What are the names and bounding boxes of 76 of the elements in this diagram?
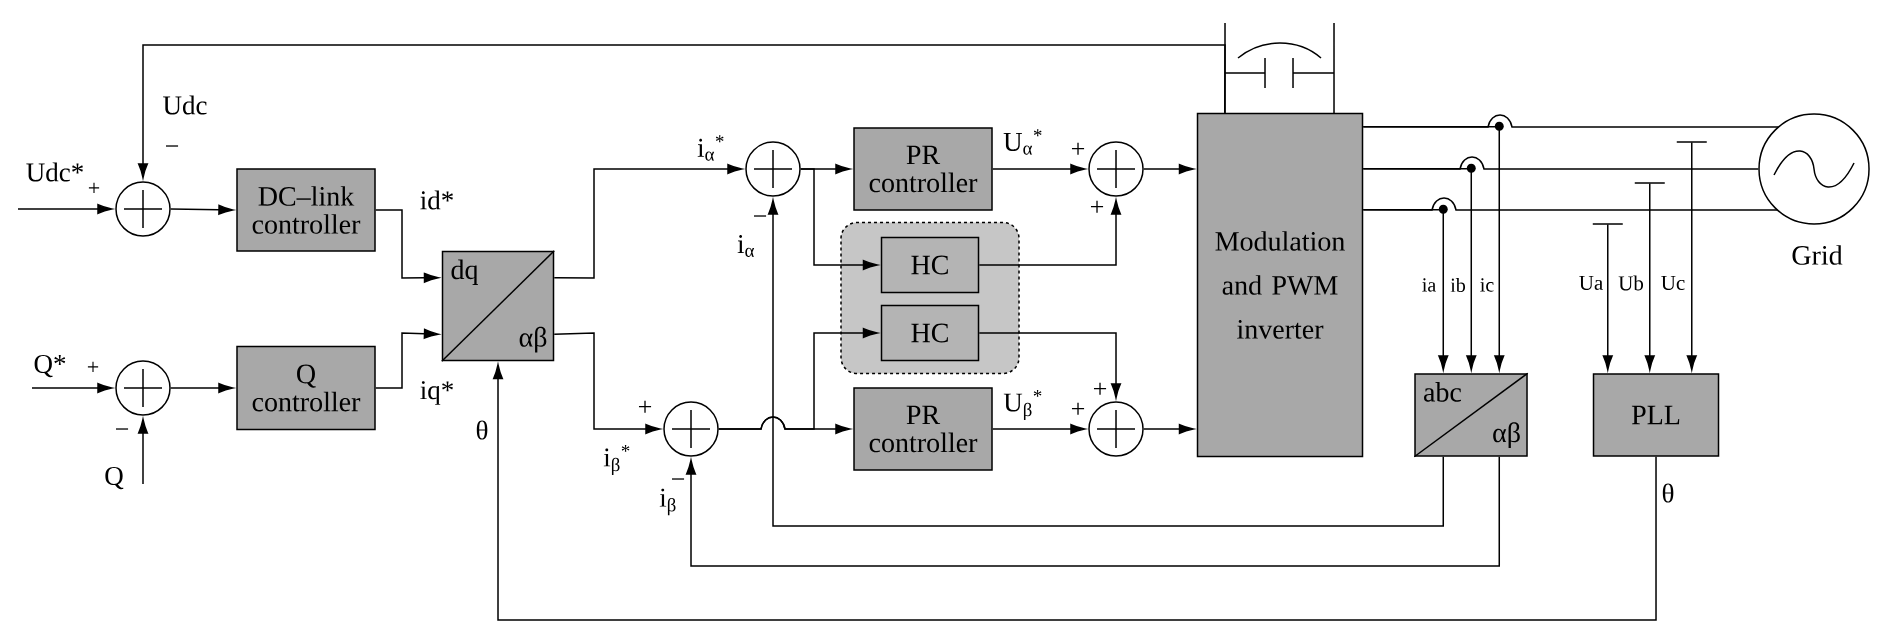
arrow [992,423,1086,435]
harmonic-compensator-box: HC [880,236,980,294]
signal-label: ia [1422,278,1436,292]
signal-label: i$_{β}$* [603,444,630,476]
signal-label: Q [105,466,124,490]
sign-label: − [672,478,685,480]
sign-label: − [165,145,179,147]
arrow [1592,223,1624,371]
summing-junction [115,360,171,416]
arrow [375,328,439,389]
arrow [170,382,234,394]
sign-label: + [1091,200,1104,213]
arrow [553,332,661,435]
arrow [17,203,113,215]
arrow [553,163,743,279]
sign-label: + [1072,142,1085,155]
arrow [1634,182,1666,371]
arrow [767,199,1444,527]
arrow [137,418,149,485]
arrow [978,199,1122,266]
signal-label: Ub [1618,275,1644,291]
transform-block: dq αβ [441,250,555,362]
transform-block: abc αβ [1413,372,1529,458]
sign-label: + [87,361,99,373]
signal-label: Uc [1661,276,1685,290]
controller-box: DC–link controller [236,168,376,252]
sign-label: + [1072,402,1085,415]
summing-junction [663,401,719,457]
arrow [137,44,1226,179]
harmonic-compensator-box: HC [880,304,980,362]
summing-junction [115,181,171,237]
signal-label: i$_{β}$ [659,488,676,516]
sign-label: + [1094,382,1107,395]
arrow [1143,423,1194,435]
sign-label: − [115,428,129,430]
angle-label: θ [476,420,488,440]
signal-label: id* [420,190,453,210]
summing-junction [745,141,801,197]
arrow [1362,168,1477,371]
signal-label: i$_{α}$ [737,235,755,257]
grid-source [1758,113,1870,225]
signal-label: Udc [163,95,207,115]
grid-label: Grid [1792,245,1843,265]
arrow [800,168,878,271]
controller-box: PR controller [853,127,993,211]
pll-box: PLL [1592,373,1720,457]
signal-label: U$_{β}$* [1003,389,1042,421]
summing-junction [1088,401,1144,457]
signal-label: ib [1450,277,1466,293]
signal-label: θ [1662,483,1674,503]
signal-label: ic [1480,278,1494,292]
arrow [492,364,1657,621]
controller-box: Q controller [236,345,376,431]
inverter-box: Modulation and PWM inverter [1196,112,1364,458]
arrow [375,209,439,283]
signal-label: i$_{α}$* [697,135,724,161]
arrow [1362,209,1449,371]
arrow [170,204,234,215]
arrow [1362,126,1505,371]
arrow [1676,141,1708,371]
arrow [685,456,1500,567]
arrow [718,327,878,430]
arrow [992,163,1086,175]
signal-label: iq* [420,381,453,405]
signal-label: Ua [1579,276,1603,290]
signal-label: Q* [34,354,66,378]
summing-junction [1088,141,1144,197]
arrow [978,332,1122,399]
sign-label: − [754,215,767,217]
arrow [31,382,113,394]
signal-label: U$_{α}$* [1003,129,1042,155]
arrow [1143,163,1194,175]
sign-label: + [639,400,652,413]
sign-label: + [88,182,100,194]
signal-label: Udc* [26,162,83,182]
controller-box: PR controller [853,387,993,471]
